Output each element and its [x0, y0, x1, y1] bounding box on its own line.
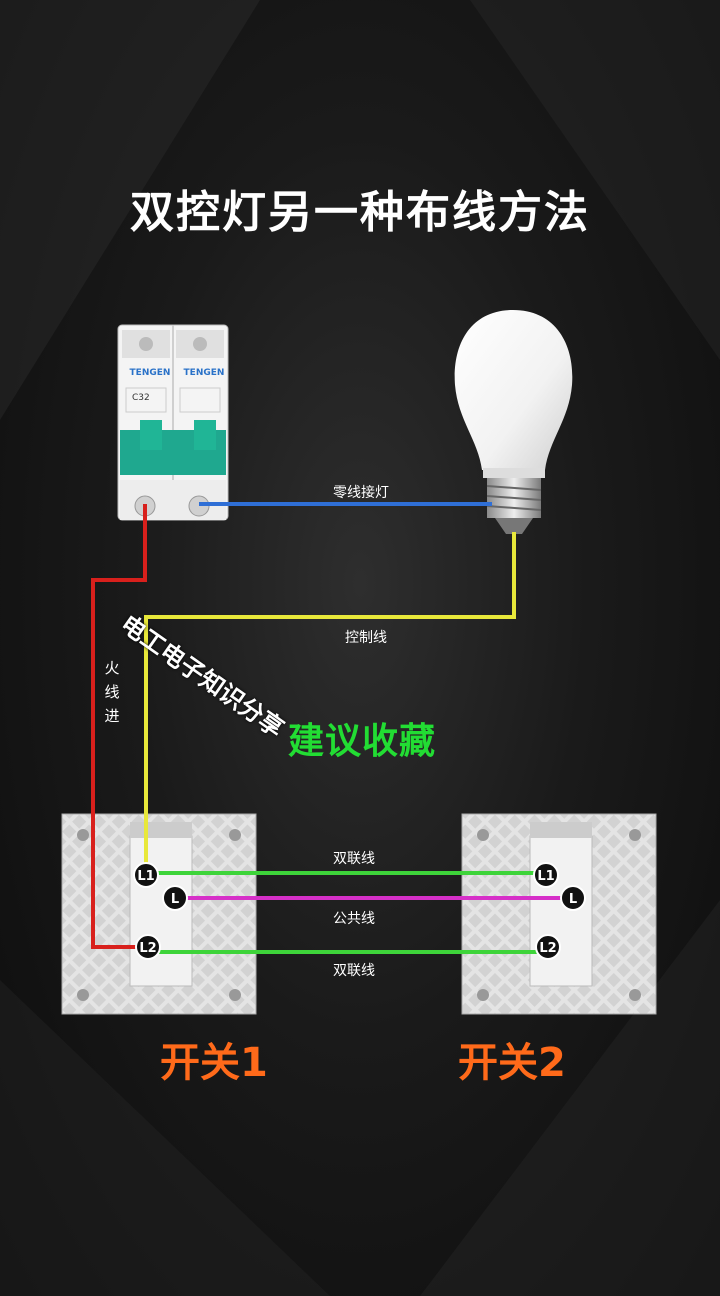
save-hint: 建议收藏 — [288, 721, 437, 762]
switch1-terminal-l: L — [171, 892, 179, 907]
label-common-wire: 公共线 — [333, 911, 375, 927]
page-title: 双控灯另一种布线方法 — [130, 187, 590, 238]
switch1-terminal-l2: L2 — [139, 941, 156, 956]
label-control-wire: 控制线 — [345, 630, 387, 646]
breaker-brand-2: TENGEN — [184, 368, 225, 378]
circuit-breaker-icon: TENGEN TENGEN C32 — [117, 324, 229, 521]
switch2-label: 开关2 — [458, 1040, 566, 1086]
switch2-terminal-l2: L2 — [539, 941, 556, 956]
breaker-rating: C32 — [132, 393, 150, 403]
wall-switch-icon-2 — [461, 813, 657, 1015]
switch2-terminal-l1: L1 — [537, 869, 554, 884]
switch1-label: 开关1 — [160, 1040, 268, 1086]
label-neutral-wire: 零线接灯 — [333, 485, 389, 501]
label-traveler-bottom: 双联线 — [333, 963, 375, 979]
live-wire — [91, 504, 147, 949]
switch2-terminals: L1 L L2 — [533, 862, 586, 960]
label-traveler-top: 双联线 — [333, 851, 375, 867]
switch2-terminal-l: L — [569, 892, 577, 907]
switch1-terminal-l1: L1 — [137, 869, 154, 884]
light-bulb-icon — [454, 310, 573, 534]
breaker-brand: TENGEN — [130, 368, 171, 378]
switch1-terminals: L1 L L2 — [133, 862, 188, 960]
label-live-wire: 火线进 — [104, 659, 120, 725]
control-wire — [144, 532, 516, 868]
